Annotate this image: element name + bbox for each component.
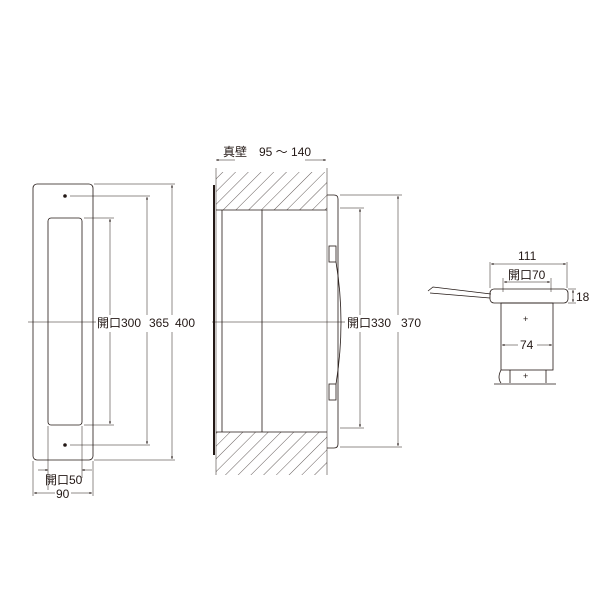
wall-hatch-bottom [216,432,327,475]
label-74: 74 [520,338,534,352]
side-view: + + 111 開口70 18 74 [427,249,590,385]
label-111: 111 [518,249,537,263]
screw-hole-top [63,194,67,198]
front-opening [47,217,83,426]
body [500,302,554,371]
front-view: 開口300 365 400 開口50 90 [28,183,195,501]
tab-bottom [328,383,337,401]
section-view: 真壁 95 ～ 140 開口330 370 [212,144,421,475]
label-opening-70: 開口70 [508,268,546,282]
label-365: 365 [149,316,169,330]
lid-arm [427,286,492,299]
outer-cover [327,194,339,449]
center-mark: + [523,371,528,381]
label-opening-330: 開口330 [347,316,391,330]
label-90: 90 [56,487,70,501]
top-flange [489,288,569,304]
center-mark: + [523,314,528,324]
tab-top [328,245,337,263]
screw-hole-bottom [63,443,67,447]
label-370: 370 [401,316,421,330]
wall-hatch-top [216,172,327,210]
label-400: 400 [175,316,195,330]
label-opening-50: 開口50 [45,473,83,487]
label-opening-300: 開口300 [97,316,141,330]
label-18: 18 [576,290,590,304]
label-wall-thickness: 真壁 95 ～ 140 [223,144,311,159]
